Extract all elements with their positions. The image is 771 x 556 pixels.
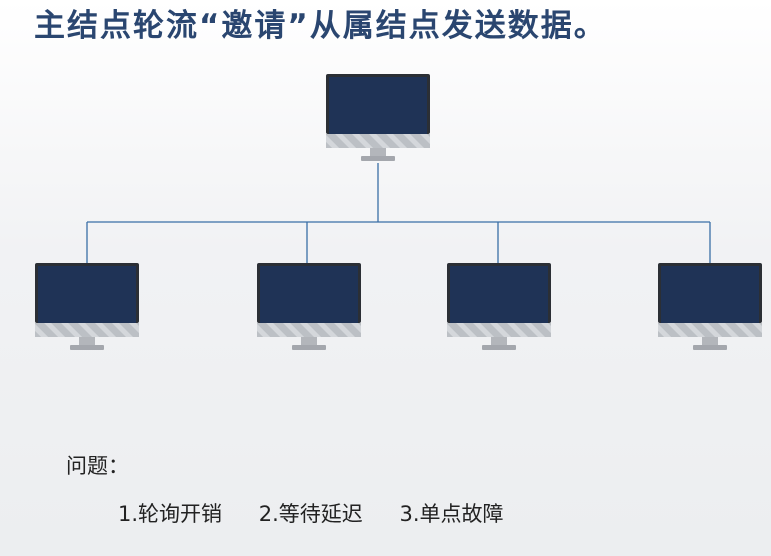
issue-single-point-failure: 3.单点故障: [399, 502, 504, 526]
slave-computer-1-icon: [35, 263, 139, 350]
slave-computer-2-icon: [257, 263, 361, 350]
slave-computer-3-icon: [447, 263, 551, 350]
slave-computer-4-icon: [658, 263, 762, 350]
question-label: 问题：: [66, 454, 129, 478]
polling-topology-diagram: [35, 74, 762, 350]
master-computer-icon: [326, 74, 430, 161]
issue-waiting-delay: 2.等待延迟: [258, 502, 363, 526]
issues-list: 1.轮询开销 2.等待延迟 3.单点故障: [118, 500, 534, 528]
connection-lines: [86, 163, 711, 263]
slide-title: 主结点轮流“邀请”从属结点发送数据。: [34, 8, 607, 44]
issue-polling-overhead: 1.轮询开销: [118, 502, 223, 526]
